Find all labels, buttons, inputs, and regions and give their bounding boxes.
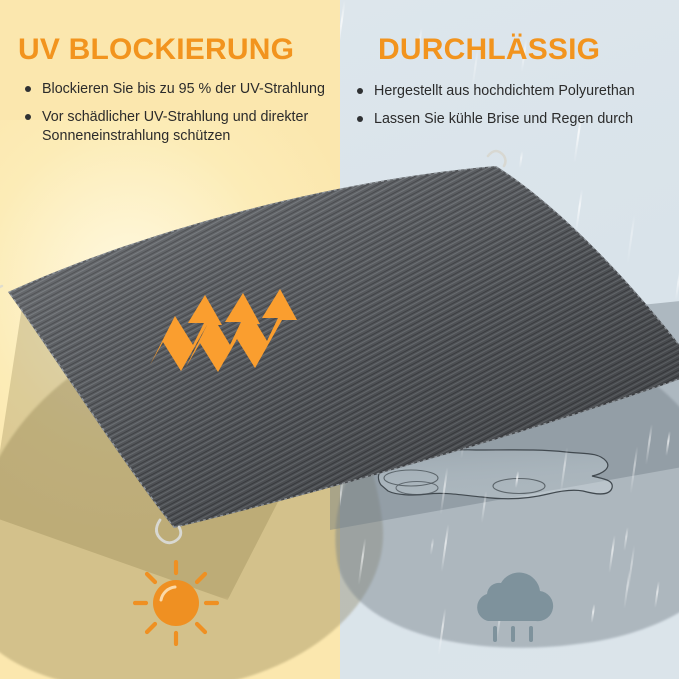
right-bullet-item-2: Lassen Sie kühle Brise und Regen durch xyxy=(356,110,676,129)
cloud-raindrops xyxy=(493,626,533,642)
left-bullet-item-2: Vor schädlicher UV-Strahlung und direkte… xyxy=(24,108,334,146)
right-bullet-item-1: Hergestellt aus hochdichtem Polyurethan xyxy=(356,82,676,101)
rain-cloud-icon xyxy=(477,572,554,642)
left-heading: UV BLOCKIERUNG xyxy=(18,33,295,66)
right-heading: DURCHLÄSSIG xyxy=(378,33,601,66)
sun-icon xyxy=(133,560,219,646)
sun-highlight xyxy=(159,585,177,602)
cloud-shape xyxy=(477,572,554,622)
right-bullet-list: Hergestellt aus hochdichtem Polyurethan … xyxy=(356,82,676,138)
left-bullet-item-1: Blockieren Sie bis zu 95 % der UV-Strahl… xyxy=(24,80,334,99)
left-bullet-list: Blockieren Sie bis zu 95 % der UV-Strahl… xyxy=(24,80,334,155)
sun-rays xyxy=(133,560,219,646)
